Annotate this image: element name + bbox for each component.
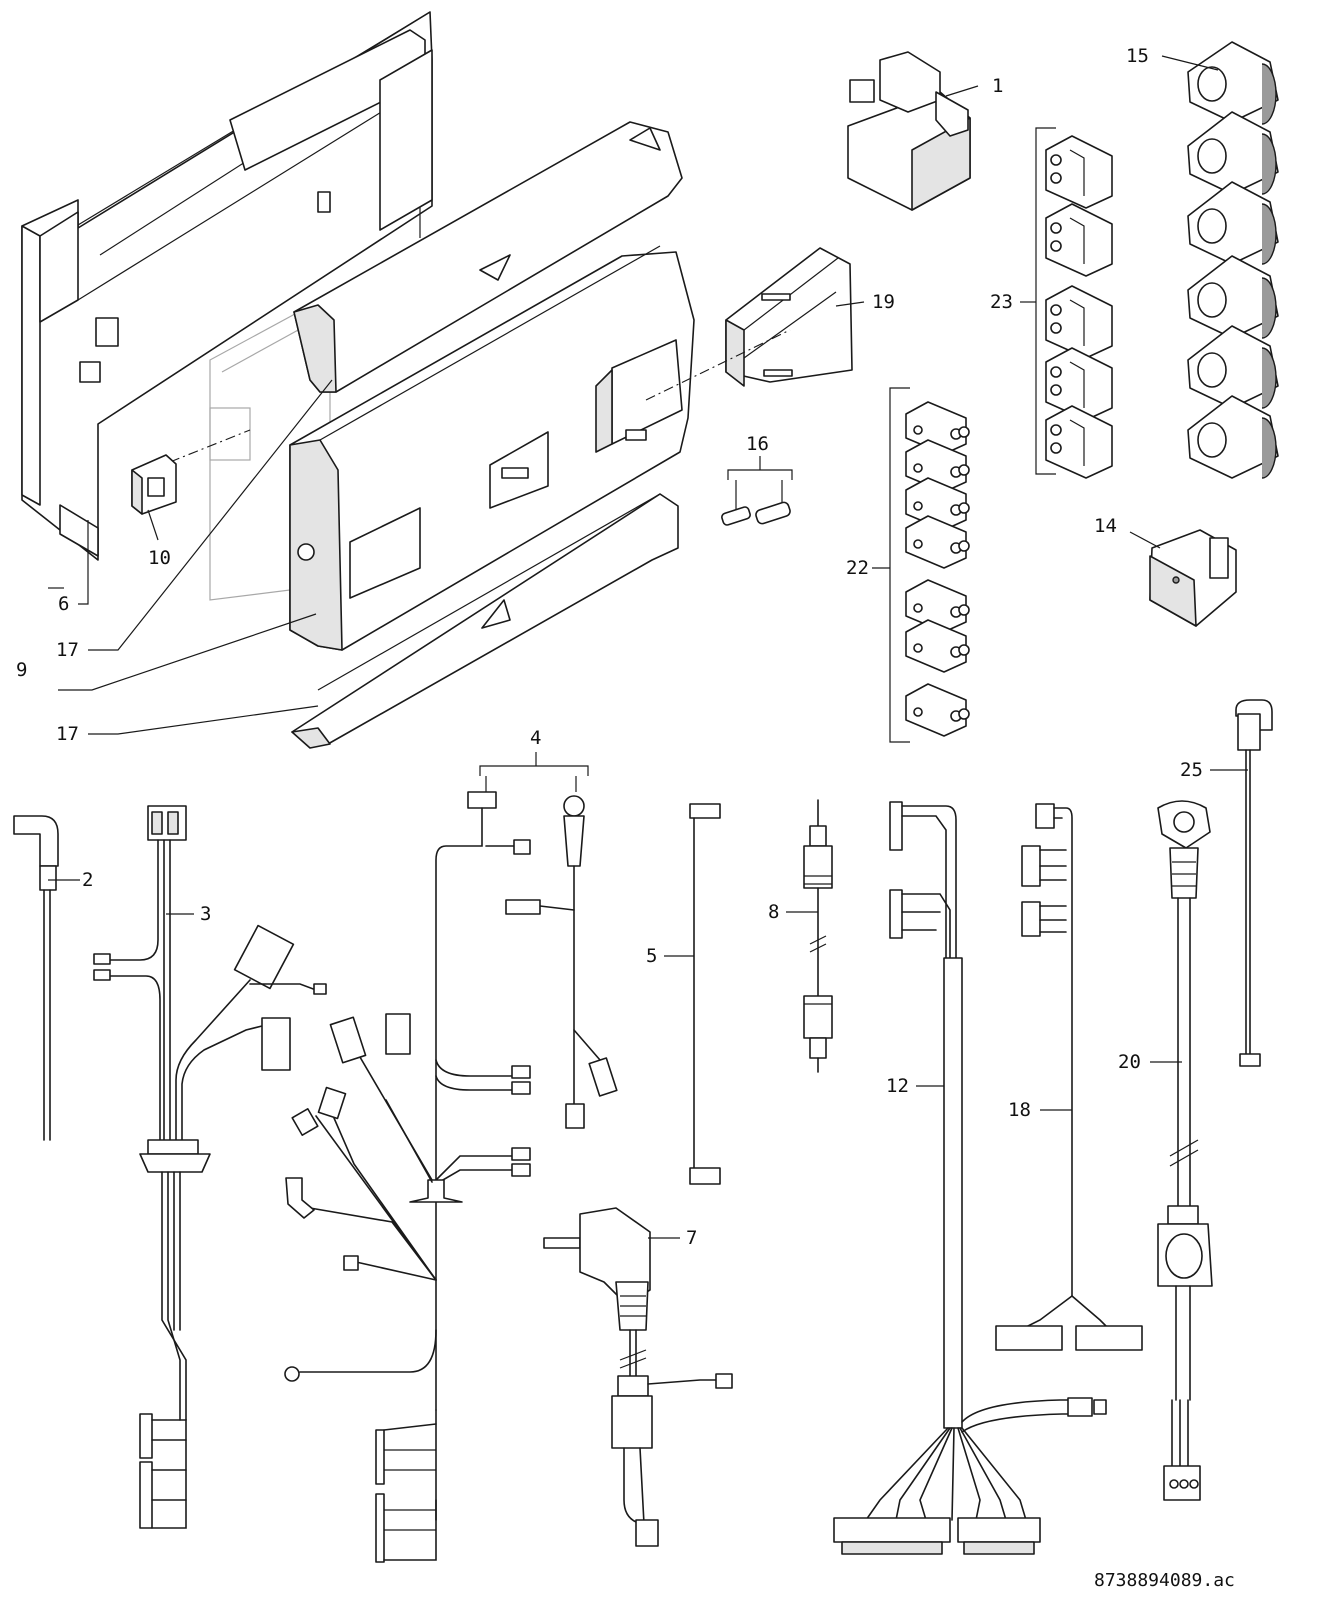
main-housing-body <box>289 245 695 651</box>
callout-2: 2 <box>82 869 93 891</box>
pcb-alignment-line <box>169 429 251 463</box>
grommet <box>1187 181 1279 265</box>
bridge-cable <box>689 803 721 1185</box>
document-reference: 8738894089.ac <box>1094 1570 1235 1591</box>
callout-1: 1 <box>992 75 1003 97</box>
callout-17-upper: 17 <box>56 639 79 661</box>
grommet <box>1187 41 1279 125</box>
back-housing-frame <box>21 11 433 561</box>
callout-15: 15 <box>1126 45 1149 67</box>
lower-cover-strip <box>291 493 679 749</box>
pump-cable <box>1157 800 1213 1501</box>
fuses <box>721 456 793 526</box>
callout-10: 10 <box>148 547 171 569</box>
transformer <box>847 51 971 211</box>
cover-alignment-line <box>645 329 791 401</box>
callout-14: 14 <box>1094 515 1117 537</box>
jack-cable <box>803 799 833 1073</box>
bracket-22 <box>889 387 910 743</box>
callout-22: 22 <box>846 557 869 579</box>
callout-5: 5 <box>646 945 657 967</box>
bracket-23 <box>1035 127 1056 475</box>
callout-labels: 1 2 3 4 5 6 7 8 9 10 12 14 15 16 17 17 1… <box>16 45 1203 1249</box>
callout-17-lower: 17 <box>56 723 79 745</box>
callout-19: 19 <box>872 291 895 313</box>
terminal-blocks-lower <box>905 401 970 737</box>
callout-leaders <box>48 55 1248 1239</box>
upper-cover-strip <box>293 121 683 393</box>
grommet <box>1187 111 1279 195</box>
callout-3: 3 <box>200 903 211 925</box>
callout-18: 18 <box>1008 1099 1031 1121</box>
callout-4: 4 <box>530 727 541 749</box>
secondary-wiring-harness <box>284 752 618 1563</box>
ignition-cable <box>13 815 59 1141</box>
sensor-lead <box>1235 699 1273 1067</box>
callout-16: 16 <box>746 433 769 455</box>
callout-9: 9 <box>16 659 27 681</box>
display-harness <box>995 803 1143 1351</box>
grommet <box>1187 395 1279 479</box>
grommet <box>1187 325 1279 409</box>
connector-clip <box>131 454 177 515</box>
callout-25: 25 <box>1180 759 1203 781</box>
callout-6: 6 <box>58 593 69 615</box>
terminal-blocks-upper <box>1045 135 1113 479</box>
callout-12: 12 <box>886 1075 909 1097</box>
clip-on-cover <box>725 247 853 387</box>
main-wiring-harness <box>93 805 327 1529</box>
callout-7: 7 <box>686 1227 697 1249</box>
power-cable <box>543 1207 733 1547</box>
sensor-harness <box>833 801 1107 1555</box>
callout-8: 8 <box>768 901 779 923</box>
rocker-switch <box>1149 529 1237 627</box>
cable-grommets <box>1187 41 1279 479</box>
grommet <box>1187 255 1279 339</box>
callout-20: 20 <box>1118 1051 1141 1073</box>
callout-23: 23 <box>990 291 1013 313</box>
